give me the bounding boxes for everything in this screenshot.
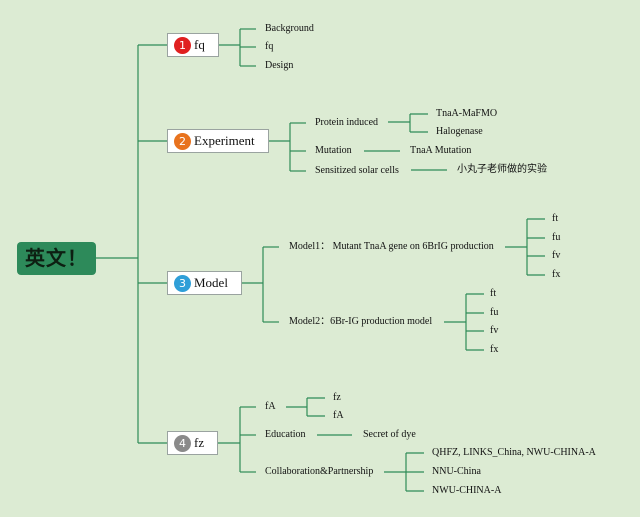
- number-badge-icon: 4: [174, 434, 191, 452]
- node-tnaa-mutation[interactable]: TnaA Mutation: [410, 145, 472, 156]
- node-design[interactable]: Design: [265, 60, 294, 71]
- branch-label: Model: [194, 275, 228, 290]
- node-model2-fx[interactable]: fx: [490, 344, 499, 355]
- node-secret-of-dye[interactable]: Secret of dye: [363, 429, 416, 440]
- branch-label: fq: [194, 37, 205, 52]
- number-badge-icon: 2: [174, 132, 191, 150]
- node-background[interactable]: Background: [265, 23, 314, 34]
- branch-label: fz: [194, 435, 205, 450]
- branch-experiment[interactable]: 2 Experiment: [167, 129, 269, 153]
- node-tnaa-mafmo[interactable]: TnaA-MaFMO: [436, 108, 498, 119]
- node-collab-nwu[interactable]: NWU-CHINA-A: [432, 485, 502, 496]
- node-model1-fu[interactable]: fu: [552, 232, 561, 243]
- node-sensitized-solar-cells[interactable]: Sensitized solar cells: [315, 165, 399, 176]
- node-fa-fz[interactable]: fz: [333, 392, 341, 403]
- branch-fz[interactable]: 4 fz: [167, 431, 218, 455]
- node-model1[interactable]: Model1： Mutant TnaA gene on 6BrIG produc…: [289, 241, 494, 252]
- node-model2[interactable]: Model2：6Br-IG production model: [289, 316, 433, 327]
- node-model2-ft[interactable]: ft: [490, 288, 497, 299]
- node-model2-fu[interactable]: fu: [490, 307, 499, 318]
- node-mutation[interactable]: Mutation: [315, 145, 352, 156]
- node-fq[interactable]: fq: [265, 41, 274, 52]
- branch-fq[interactable]: 1 fq: [167, 33, 219, 57]
- node-fa[interactable]: fA: [265, 401, 276, 412]
- node-model1-fv[interactable]: fv: [552, 250, 561, 261]
- node-protein-induced[interactable]: Protein induced: [315, 117, 379, 128]
- branch-label: Experiment: [194, 133, 255, 148]
- node-education[interactable]: Education: [265, 429, 306, 440]
- root-node[interactable]: 英文！: [17, 242, 96, 275]
- number-badge-icon: 3: [174, 274, 191, 292]
- node-model1-fx[interactable]: fx: [552, 269, 561, 280]
- node-teacher-experiment[interactable]: 小丸子老师做的实验: [457, 164, 547, 175]
- branch-model[interactable]: 3 Model: [167, 271, 242, 295]
- node-model2-fv[interactable]: fv: [490, 325, 499, 336]
- node-collaboration[interactable]: Collaboration&Partnership: [265, 466, 374, 477]
- node-model1-ft[interactable]: ft: [552, 213, 559, 224]
- node-collab-nnu[interactable]: NNU-China: [432, 466, 481, 477]
- node-fa-fa[interactable]: fA: [333, 410, 344, 421]
- node-halogenase[interactable]: Halogenase: [436, 126, 483, 137]
- number-badge-icon: 1: [174, 36, 191, 54]
- node-collab-qhfz[interactable]: QHFZ, LINKS_China, NWU-CHINA-A: [432, 447, 596, 458]
